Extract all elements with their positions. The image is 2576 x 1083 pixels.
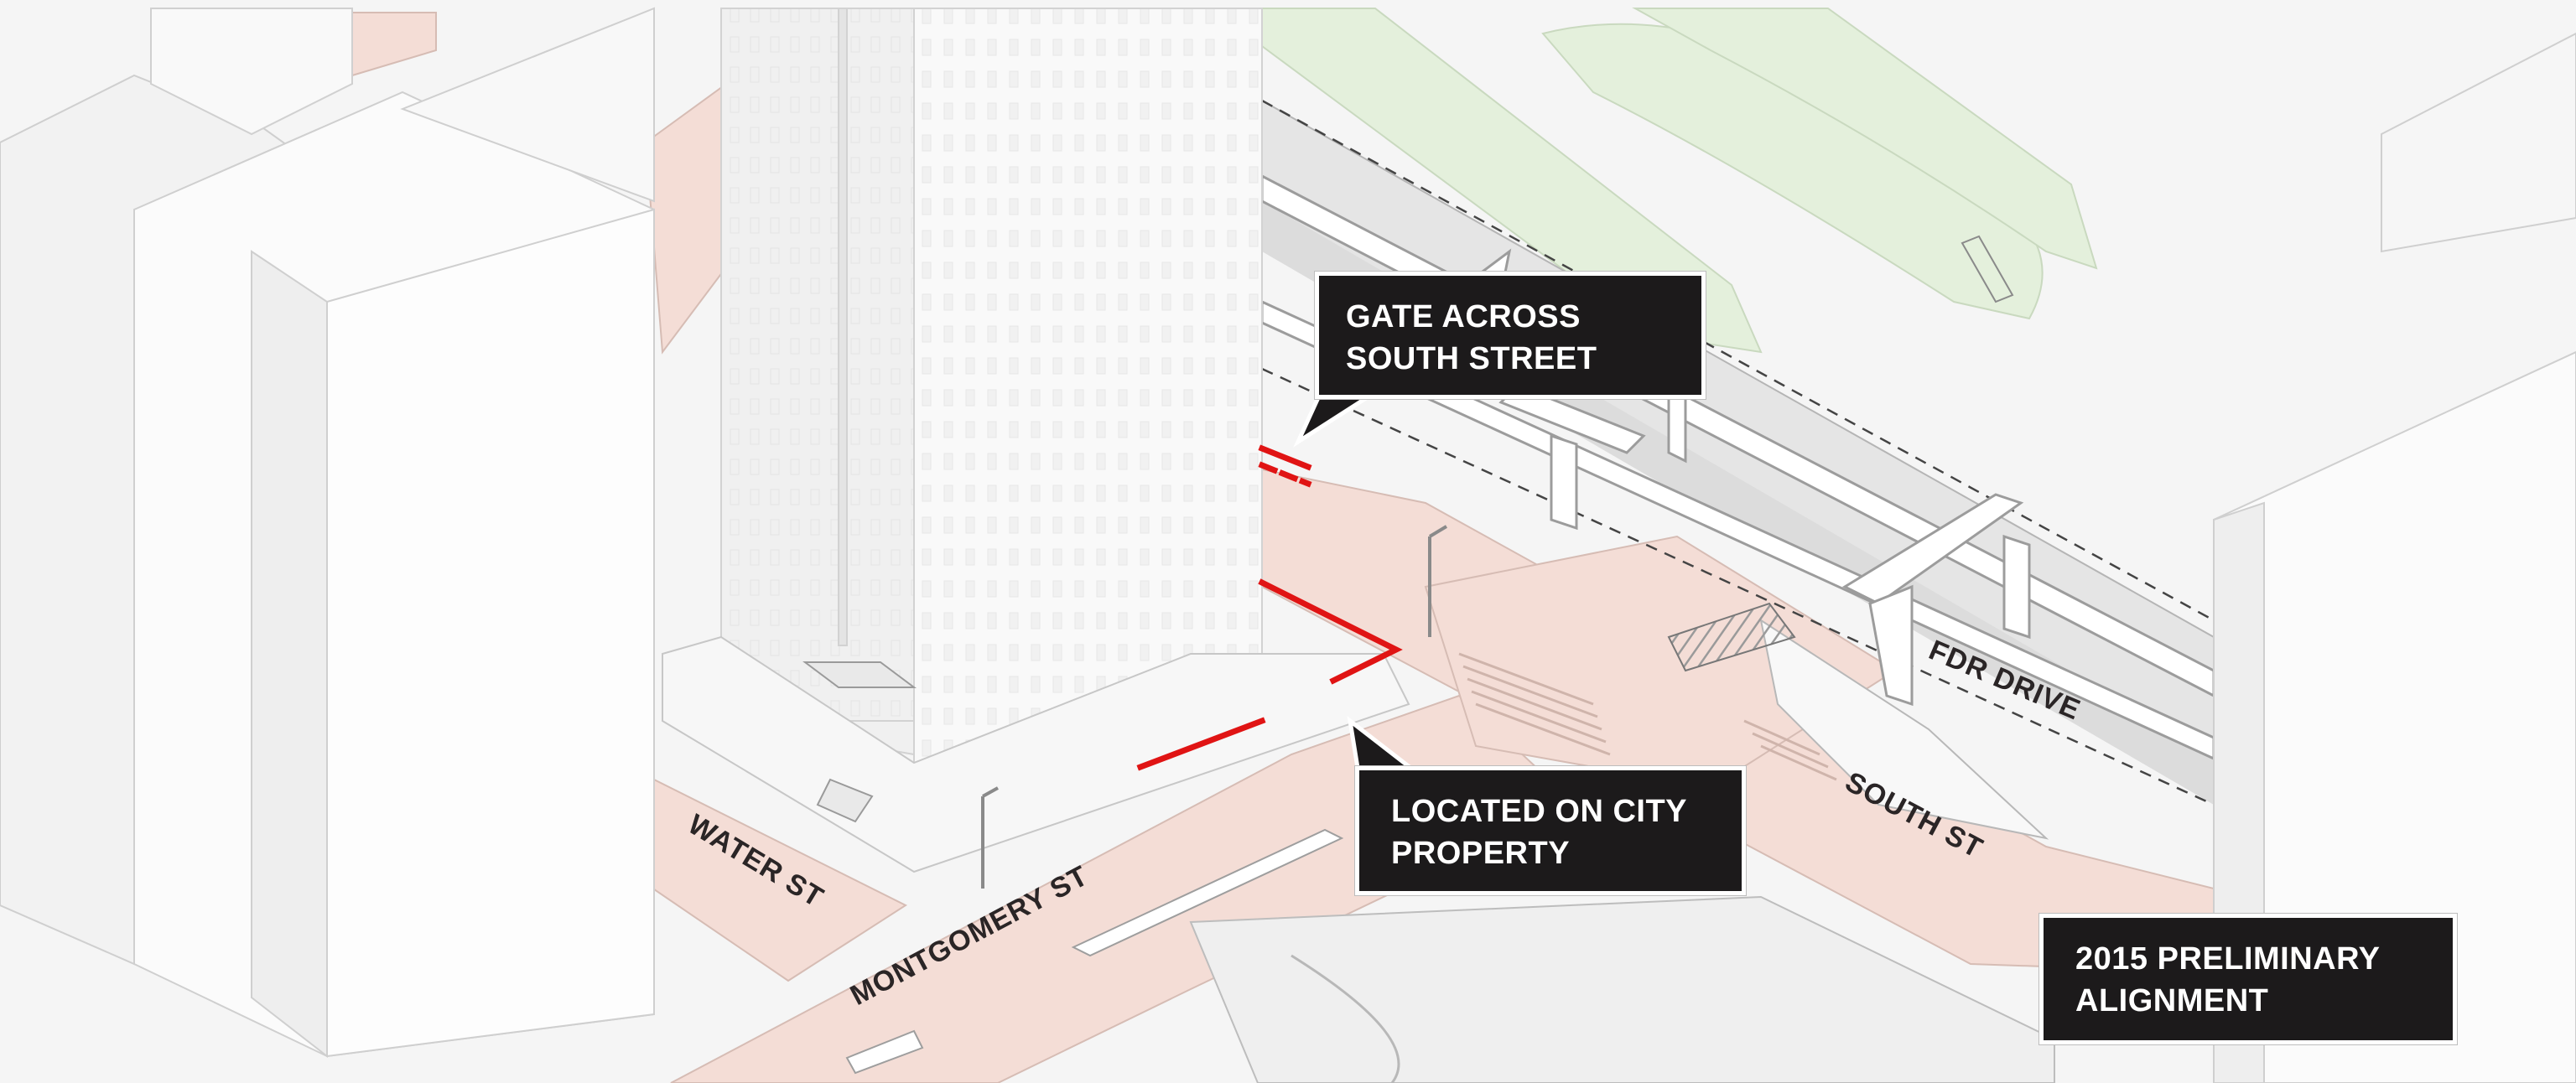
plaza-stair bbox=[802, 661, 917, 823]
gate-line bbox=[1258, 444, 1312, 471]
lower-curve bbox=[1291, 954, 1400, 1083]
lower-plaza bbox=[1189, 895, 2055, 1083]
dashed-boundary bbox=[1261, 99, 2215, 806]
street-poles bbox=[981, 525, 1448, 889]
street-network bbox=[0, 12, 2215, 1083]
alignment-line bbox=[1136, 444, 1403, 771]
green-stair bbox=[1961, 235, 2014, 303]
callout-2015-preliminary-alignment: 2015 PRELIMINARY ALIGNMENT bbox=[2039, 914, 2457, 1044]
park-area bbox=[1261, 8, 2098, 354]
building-left bbox=[0, 7, 655, 1059]
south-plaza bbox=[1759, 618, 2049, 840]
tower bbox=[720, 8, 1263, 764]
property-line-2 bbox=[1136, 717, 1266, 771]
hatched-median bbox=[1667, 602, 1796, 672]
callout-located-on-city-property: LOCATED ON CITY PROPERTY bbox=[1355, 766, 1746, 895]
lower-ramp bbox=[845, 828, 1344, 1075]
callout-gate-across-south-street: GATE ACROSS SOUTH STREET bbox=[1315, 272, 1706, 399]
property-line bbox=[1258, 578, 1403, 685]
building-top-left bbox=[150, 8, 353, 136]
gate-dash bbox=[1258, 461, 1312, 488]
crosswalk bbox=[1458, 652, 1837, 781]
